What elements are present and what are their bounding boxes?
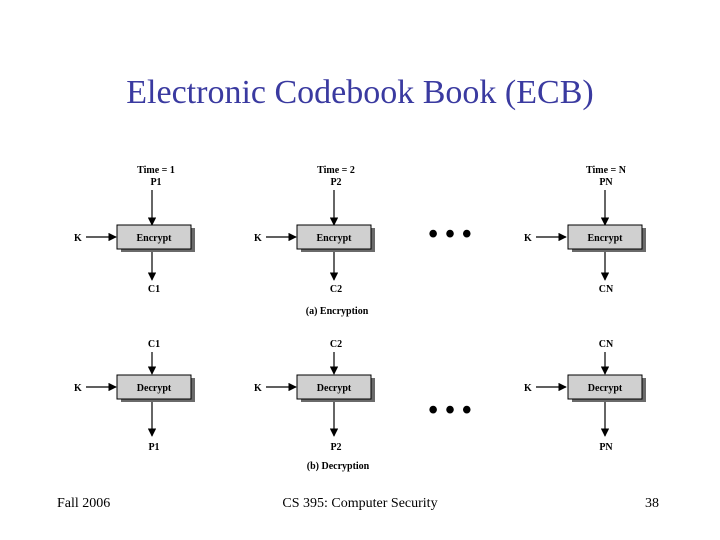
dec-output-1: P1	[148, 442, 159, 453]
dec-key-label-2: K	[254, 383, 262, 394]
enc-output-2: C2	[330, 284, 342, 295]
decrypt-box-1	[116, 374, 192, 400]
decryption-caption: (b) Decryption	[307, 461, 370, 472]
enc-key-label-1: K	[74, 233, 82, 244]
enc-output-1: C1	[148, 284, 160, 295]
dec-ellipsis: • • •	[428, 395, 471, 426]
decrypt-box-label-2: Decrypt	[317, 383, 352, 394]
enc-key-label-n: K	[524, 233, 532, 244]
footer-date: Fall 2006	[57, 496, 111, 511]
dec-input-2: C2	[330, 339, 342, 350]
footer-page-number: 38	[645, 496, 659, 511]
dec-input-n: CN	[599, 339, 614, 350]
decrypt-box-label-n: Decrypt	[588, 383, 623, 394]
dec-input-1: C1	[148, 339, 160, 350]
dec-key-label-n: K	[524, 383, 532, 394]
encrypt-box-label-2: Encrypt	[317, 233, 353, 244]
slide-title: Electronic Codebook Book (ECB)	[126, 74, 594, 111]
enc-output-n: CN	[599, 284, 614, 295]
enc-ellipsis: • • •	[428, 219, 471, 250]
encrypt-box-1	[116, 224, 192, 250]
time-label-n: Time = N	[586, 165, 627, 176]
dec-output-2: P2	[330, 442, 341, 453]
encrypt-box-label-1: Encrypt	[137, 233, 173, 244]
enc-input-2: P2	[330, 177, 341, 188]
decrypt-box-2	[296, 374, 372, 400]
footer-course: CS 395: Computer Security	[282, 496, 438, 511]
encrypt-box-2	[296, 224, 372, 250]
decrypt-box-n	[567, 374, 643, 400]
encrypt-box-n	[567, 224, 643, 250]
dec-output-n: PN	[599, 442, 613, 453]
enc-key-label-2: K	[254, 233, 262, 244]
enc-input-n: PN	[599, 177, 613, 188]
decrypt-box-label-1: Decrypt	[137, 383, 172, 394]
enc-input-1: P1	[150, 177, 161, 188]
encryption-caption: (a) Encryption	[306, 306, 369, 317]
dec-key-label-1: K	[74, 383, 82, 394]
time-label-1: Time = 1	[137, 165, 175, 176]
encrypt-box-label-n: Encrypt	[588, 233, 624, 244]
time-label-2: Time = 2	[317, 165, 355, 176]
